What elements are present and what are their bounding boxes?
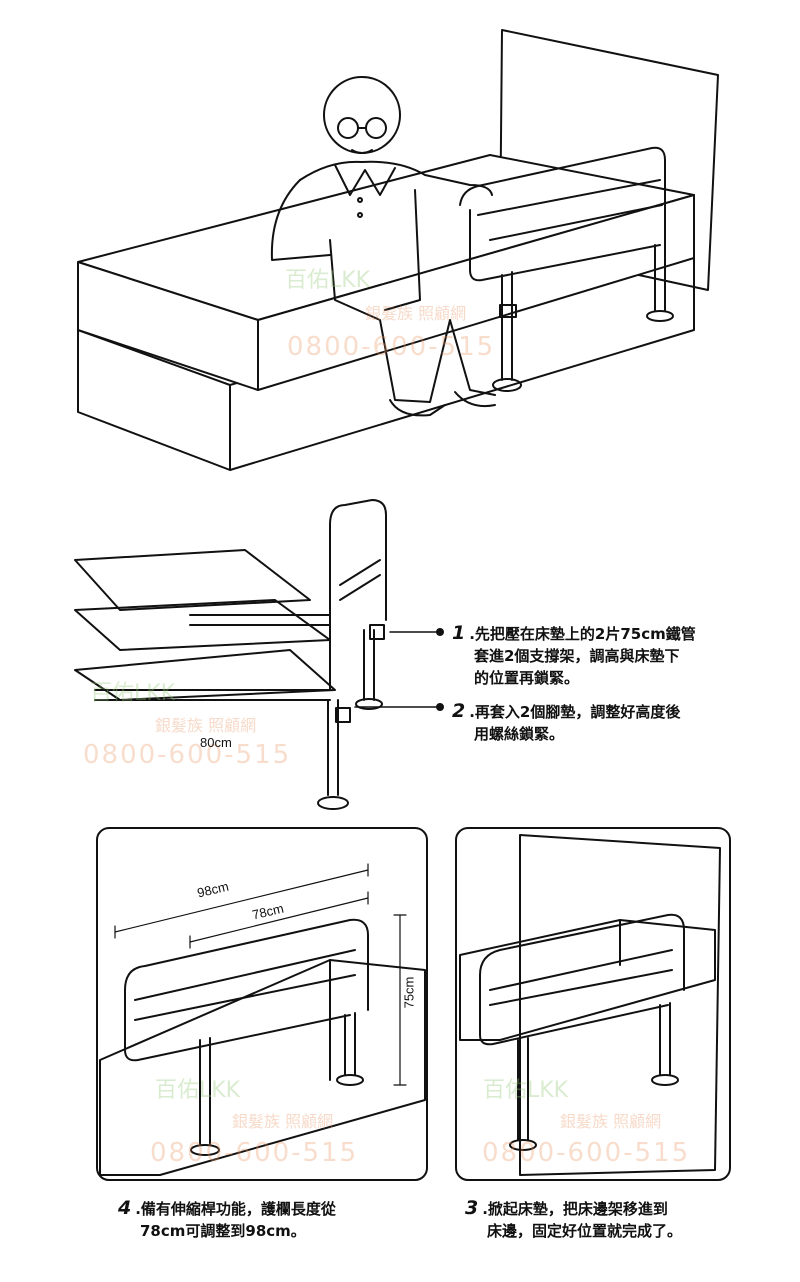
step-3-line1: .掀起床墊，把床邊架移進到 bbox=[482, 1200, 668, 1218]
step-3: 3.掀起床墊，把床邊架移進到 床邊，固定好位置就完成了。 bbox=[465, 1197, 785, 1242]
step-4: 4.備有伸縮桿功能，護欄長度從 78cm可調整到98cm。 bbox=[118, 1197, 438, 1242]
dimension-75cm: 75cm bbox=[401, 976, 417, 1009]
step-1-line2: 套進2個支撐架，調高與床墊下 bbox=[474, 647, 680, 665]
step-2: 2.再套入2個腳墊，調整好高度後 用螺絲鎖緊。 bbox=[452, 700, 787, 745]
step-1: 1.先把壓在床墊上的2片75cm鐵管 套進2個支撐架，調高與床墊下 的位置再鎖緊… bbox=[452, 622, 787, 689]
dimension-80cm: 80cm bbox=[200, 735, 232, 750]
install-illustration bbox=[459, 834, 721, 1176]
step-1-line3: 的位置再鎖緊。 bbox=[474, 669, 580, 687]
step-1-line1: .先把壓在床墊上的2片75cm鐵管 bbox=[469, 625, 696, 643]
panel-extension-frame bbox=[96, 827, 428, 1181]
extension-illustration bbox=[99, 863, 426, 1176]
step-2-line2: 用螺絲鎖緊。 bbox=[474, 725, 565, 743]
step-3-number: 3 bbox=[465, 1197, 479, 1219]
step-4-line2: 78cm可調整到98cm。 bbox=[140, 1222, 306, 1240]
step-2-line1: .再套入2個腳墊，調整好高度後 bbox=[469, 703, 681, 721]
step-4-number: 4 bbox=[118, 1197, 132, 1219]
bed-illustration-top bbox=[77, 29, 719, 471]
panel-install-frame bbox=[455, 827, 731, 1181]
step-1-number: 1 bbox=[452, 622, 466, 644]
step-2-number: 2 bbox=[452, 700, 466, 722]
step-3-line2: 床邊，固定好位置就完成了。 bbox=[487, 1222, 683, 1240]
assembly-illustration bbox=[74, 499, 444, 810]
step-4-line1: .備有伸縮桿功能，護欄長度從 bbox=[135, 1200, 336, 1218]
